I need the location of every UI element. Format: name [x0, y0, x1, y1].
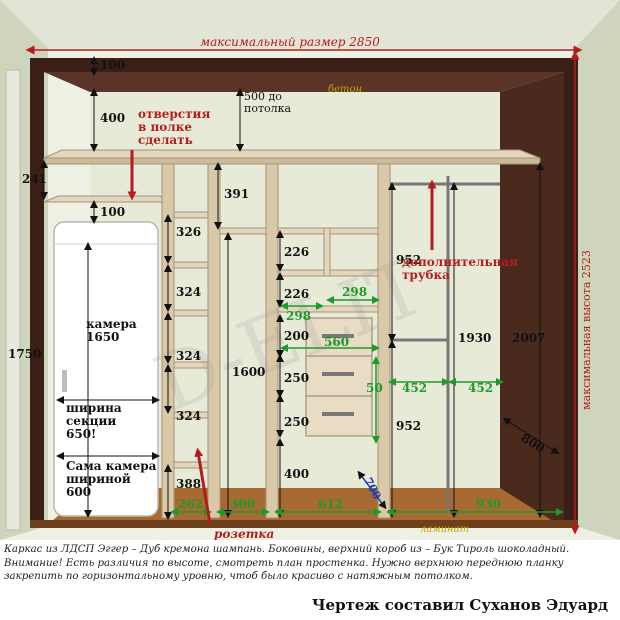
drawer-section-shelves: [277, 227, 379, 313]
top-gap-label: 100: [100, 58, 125, 72]
depth-700-dim: [357, 470, 387, 510]
caption-line-2: Внимание! Есть различия по высоте, смотр…: [4, 557, 564, 569]
max-height-label: максимальная высота 2523: [580, 250, 593, 410]
top-box-inner: [44, 72, 564, 92]
door-jamb: [5, 69, 21, 531]
s5-label: 388: [176, 477, 201, 491]
wardrobe-diagram: D-ЕLIT максимальный размер 2850 максимал…: [0, 0, 620, 541]
s2-label: 324: [176, 285, 201, 299]
w452b-label: 452: [468, 381, 493, 395]
w300-label: 300: [230, 497, 255, 511]
mid-top-label: 391: [224, 187, 249, 201]
s4-label: 324: [176, 409, 201, 423]
w452a-label: 452: [402, 381, 427, 395]
top-shelf-edge: [43, 157, 541, 165]
concrete-label: бетон: [328, 84, 362, 95]
shelf-gap-label: 100: [100, 205, 125, 219]
socket-arrow: [194, 447, 212, 525]
top-shelf: [43, 149, 541, 159]
s3-label: 324: [176, 349, 201, 363]
socket-label: розетка: [214, 527, 274, 540]
h952a-label: 952: [396, 253, 421, 267]
fridge: [53, 221, 159, 517]
drawer-c-label: 250: [284, 415, 309, 429]
author-credit: Чертеж составил Суханов Эдуард: [311, 596, 608, 614]
ceiling: [0, 0, 620, 48]
mid-shelf: [219, 227, 267, 235]
drawers-top2-label: 226: [284, 287, 309, 301]
floor-edge: [30, 520, 578, 528]
w560-label: 560: [324, 335, 349, 349]
drawers-top-label: 226: [284, 245, 309, 259]
top-box-label: 241: [22, 172, 47, 186]
left-side-panel: [30, 58, 44, 528]
drawer-b-label: 250: [284, 371, 309, 385]
h2007-label: 2007: [512, 331, 545, 345]
w298a-label: 298: [286, 309, 311, 323]
fridge-shelf: [43, 195, 170, 203]
w930-label: 930: [476, 497, 501, 511]
top-frame: [30, 58, 578, 72]
s1-label: 326: [176, 225, 201, 239]
mid-height-label: 1600: [232, 365, 265, 379]
drawer-a-label: 200: [284, 329, 309, 343]
left-height-label: 1750: [8, 347, 41, 361]
laminate-label: ламинат: [420, 524, 469, 535]
right-wall: [575, 0, 620, 540]
w50-label: 50: [366, 381, 383, 395]
w298b-label: 298: [342, 285, 367, 299]
h1930-label: 1930: [458, 331, 491, 345]
h952b-label: 952: [396, 419, 421, 433]
shelf-drop-label: 400: [100, 111, 125, 125]
depth-800-dim: [502, 417, 560, 455]
narrow-shelves: [173, 211, 209, 469]
caption-line-1: Каркас из ЛДСП Эггер – Дуб кремона шампа…: [4, 544, 570, 555]
w612-label: 612: [318, 497, 343, 511]
right-side-panel: [564, 58, 578, 528]
drawer-bottom-label: 400: [284, 467, 309, 481]
right-inner-side: [500, 72, 564, 528]
caption: Каркас из ЛДСП Эггер – Дуб кремона шампа…: [4, 543, 616, 584]
max-width-label: максимальный размер 2850: [200, 35, 380, 49]
w262-label: 262: [178, 497, 203, 511]
caption-line-3: закрепить по горизонтальному уровню, что…: [4, 571, 473, 582]
